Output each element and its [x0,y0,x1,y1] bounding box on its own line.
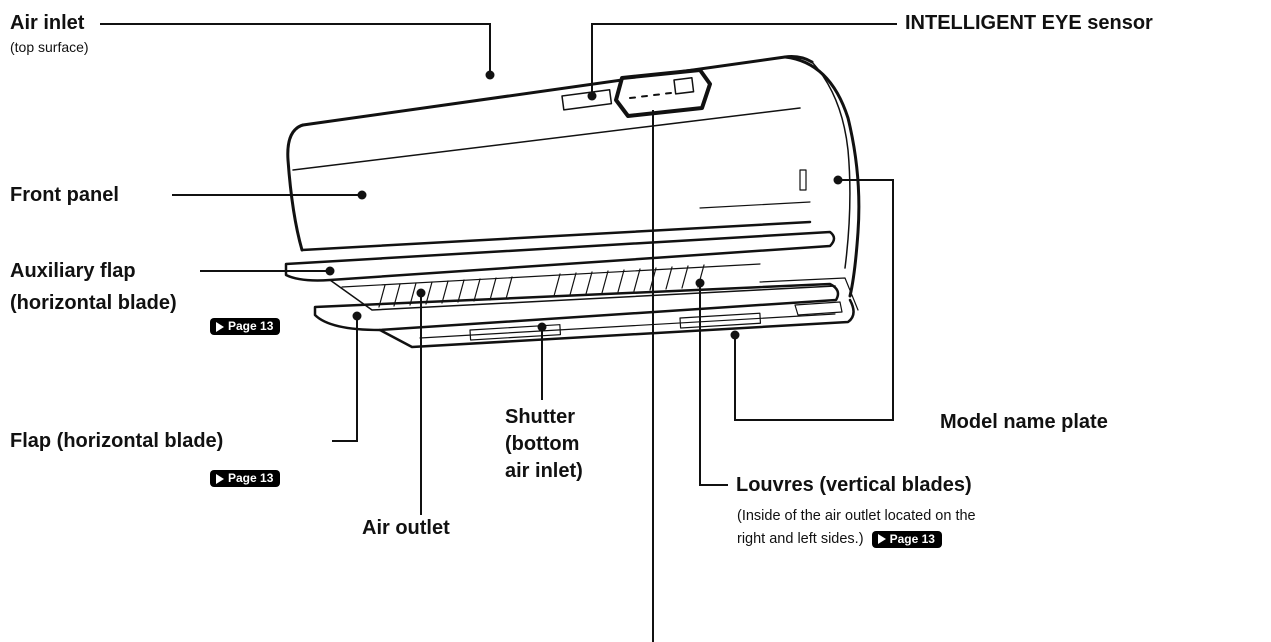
indoor-unit-illustration [284,55,861,349]
play-arrow-icon [216,473,224,484]
label-model-name-plate: Model name plate [940,411,1108,433]
label-air-inlet-note: (top surface) [10,39,89,55]
page-ref-text: Page 13 [228,471,274,485]
page-ref-auxiliary-flap[interactable]: Page 13 [210,318,281,335]
label-shutter-sub2: air inlet) [505,460,583,482]
label-auxiliary-flap: Auxiliary flap [10,260,136,282]
label-air-inlet: Air inlet [10,12,85,34]
label-shutter: Shutter [505,406,575,428]
label-front-panel: Front panel [10,184,119,206]
label-louvres-note-2: right and left sides.) [737,531,864,547]
label-flap: Flap (horizontal blade) [10,430,224,452]
label-louvres: Louvres (vertical blades) [736,474,972,496]
play-arrow-icon [216,321,224,332]
label-louvres-note-1: (Inside of the air outlet located on the [737,508,976,524]
page-ref-text: Page 13 [889,531,935,546]
leader-dots [325,70,843,340]
label-air-outlet: Air outlet [362,517,450,539]
play-arrow-icon [877,534,886,544]
leader-lines [100,23,897,642]
label-louvres-note-2-row: right and left sides.) Page 13 [737,528,942,551]
page-ref-text: Page 13 [228,319,274,333]
label-auxiliary-flap-sub: (horizontal blade) [10,292,177,314]
label-intelligent-eye-sensor: INTELLIGENT EYE sensor [905,12,1153,34]
label-shutter-sub1: (bottom [505,433,580,455]
page-ref-flap[interactable]: Page 13 [210,470,281,487]
page-ref-louvres[interactable]: Page 13 [871,530,942,548]
